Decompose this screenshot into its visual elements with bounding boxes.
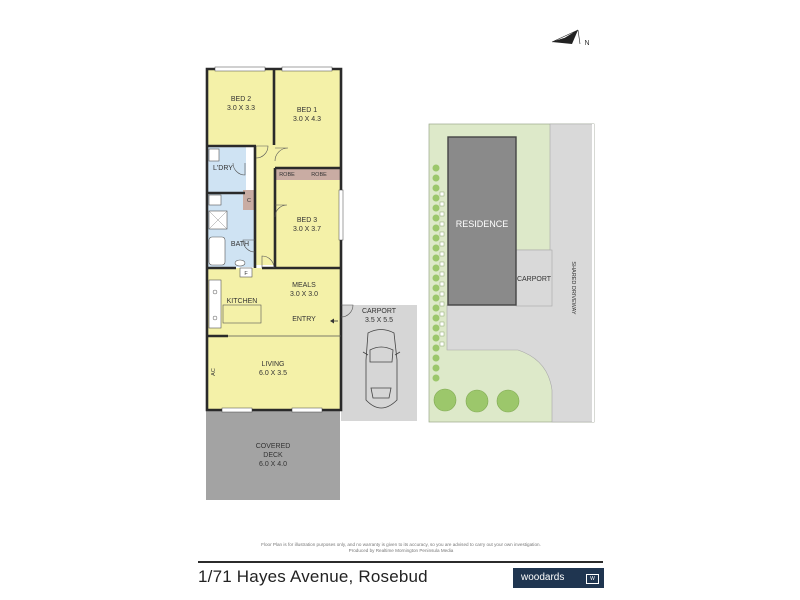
carport-area: [341, 305, 417, 421]
deck-label-1: COVERED: [256, 443, 291, 450]
bed2-label: BED 2: [231, 96, 251, 103]
kitchen-meals-room: [208, 268, 340, 336]
cupboard-label: C: [247, 198, 251, 204]
site-plan: [428, 123, 595, 423]
cupboard: [243, 190, 255, 210]
fridge-icon: [239, 267, 253, 278]
bed1-size: 3.0 X 4.3: [293, 116, 321, 123]
robe-left-label: ROBE: [279, 172, 295, 178]
windows: [214, 66, 344, 413]
property-address: 1/71 Hayes Avenue, Rosebud: [198, 567, 428, 586]
bed1-label: BED 1: [297, 107, 317, 114]
footer-divider: [198, 561, 603, 563]
disclaimer-line-1: Floor Plan is for illustration purposes …: [261, 542, 541, 547]
toilet-icon: [208, 194, 222, 206]
bed2-room: [208, 70, 274, 145]
agency-name: woodards: [521, 572, 565, 583]
site-carport: [515, 249, 553, 307]
meals-label: MEALS: [292, 282, 316, 289]
driveway-label: SHARED DRIVEWAY: [570, 261, 576, 315]
doors: [232, 145, 354, 324]
car-icon: [362, 329, 401, 409]
living-size: 6.0 X 3.5: [259, 370, 287, 377]
north-label: N: [584, 40, 589, 47]
carport-size: 3.5 X 5.5: [365, 317, 393, 324]
hedge-row: [432, 164, 440, 382]
bed3-size: 3.0 X 3.7: [293, 226, 321, 233]
bath-label: BATH: [231, 241, 249, 248]
robe-right: [299, 168, 340, 180]
robe-right-label: ROBE: [311, 172, 327, 178]
residence-label: RESIDENCE: [456, 219, 509, 229]
bed3-room: [275, 180, 340, 268]
hedge-row-inner: [439, 191, 445, 347]
carport-label: CARPORT: [362, 308, 397, 315]
hallway: [255, 145, 275, 265]
site-carport-label: CARPORT: [517, 276, 552, 283]
deck-label-2: DECK: [263, 452, 283, 459]
basin-icon: [234, 259, 246, 267]
tree-icons: [433, 388, 520, 413]
living-label: LIVING: [262, 361, 285, 368]
residence-block: [447, 136, 517, 306]
disclaimer-line-2: Produced by Realtime Mornington Peninsul…: [348, 548, 454, 553]
entry-label: ENTRY: [292, 316, 316, 323]
kitchen-label: KITCHEN: [227, 298, 258, 305]
robe-left: [276, 168, 299, 180]
agency-logo-mark-icon: W: [586, 574, 599, 584]
laundry-tub-icon: [208, 148, 220, 162]
bathtub-icon: [208, 236, 226, 266]
bed3-label: BED 3: [297, 217, 317, 224]
disclaimer: Floor Plan is for illustration purposes …: [200, 542, 602, 554]
fridge-label: F: [244, 271, 248, 277]
meals-size: 3.0 X 3.0: [290, 291, 318, 298]
living-room: [208, 336, 340, 410]
north-arrow-icon: [551, 29, 581, 45]
bed2-size: 3.0 X 3.3: [227, 105, 255, 112]
ac-label: AC: [211, 368, 217, 376]
kitchen-counter: [208, 279, 222, 329]
kitchen-bench: [222, 304, 262, 324]
deck-size: 6.0 X 4.0: [259, 461, 287, 468]
laundry-label: L'DRY: [213, 165, 233, 172]
agency-logo: woodards: [513, 568, 604, 588]
deck-area: [206, 410, 340, 500]
bed1-room: [274, 70, 340, 168]
